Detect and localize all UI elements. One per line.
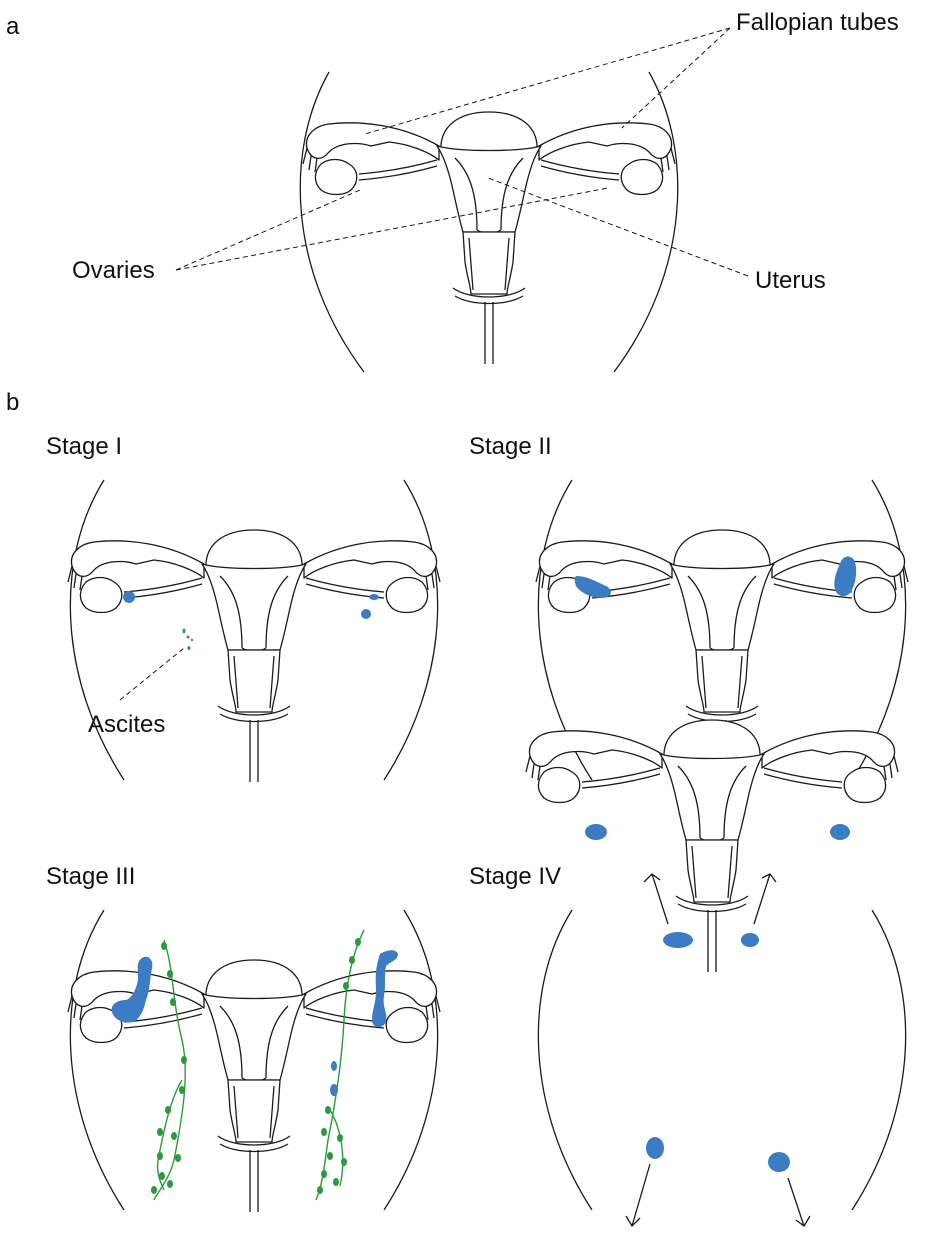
ascites-droplets [183, 629, 194, 651]
ascites-label: Ascites [88, 711, 165, 738]
stage-4-title: Stage IV [469, 863, 561, 890]
stage-1-title: Stage I [46, 433, 122, 460]
ovaries-label: Ovaries [72, 257, 155, 284]
panel-a-anatomy [300, 72, 678, 372]
tumor-left-ovary [123, 591, 135, 603]
tumor-right-ovary [369, 594, 379, 600]
stage-4-anatomy [526, 720, 906, 1210]
uterus-label: Uterus [755, 267, 826, 294]
stage-3-anatomy [68, 910, 440, 1212]
ascites-leader [120, 648, 184, 700]
fallopian-tubes-label: Fallopian tubes [736, 9, 899, 36]
panel-a-letter: a [6, 13, 20, 40]
panel-b-letter: b [6, 389, 19, 416]
tumor-right-ovary-bleb [361, 609, 371, 619]
stage-2-title: Stage II [469, 433, 552, 460]
tumor-right-peritoneal-2 [331, 1061, 337, 1071]
lymph-chain-right [316, 930, 364, 1200]
stage-3-title: Stage III [46, 863, 135, 890]
tumor-right-peritoneal [330, 1084, 338, 1096]
